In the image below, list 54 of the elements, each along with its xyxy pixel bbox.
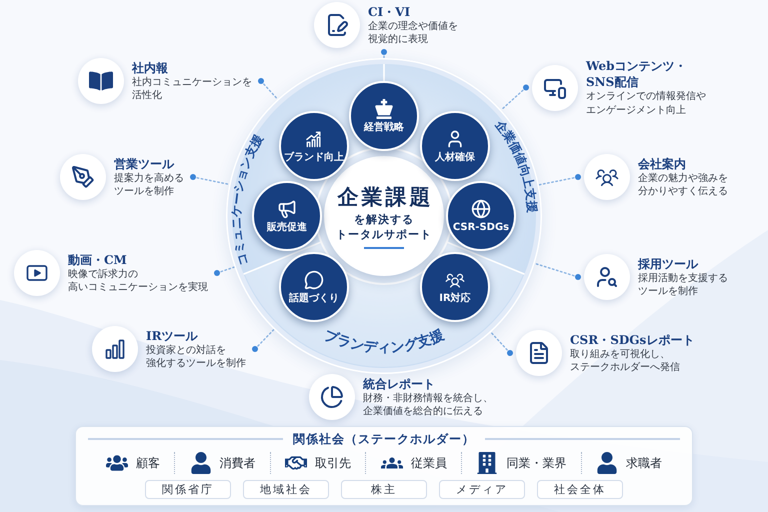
leader-line	[190, 174, 230, 186]
item-description: 提案力を高めるツールを制作	[114, 172, 185, 198]
item-title: CSR・SDGsレポート	[570, 332, 694, 348]
topic-label: 経営戦略	[364, 122, 404, 134]
stakeholder-tag: メディア	[439, 480, 525, 499]
leader-line	[214, 266, 236, 276]
item-description: 採用活動を支援するツールを制作	[638, 272, 729, 298]
center-title: 企業課題	[336, 184, 434, 210]
topic-label: CSR-SDGs	[452, 222, 510, 234]
item-title: 統合レポート	[363, 376, 436, 392]
item-description: 企業の理念や価値を視覚的に表現	[368, 20, 459, 46]
leader-line	[500, 84, 529, 111]
item-description: オンラインでの情報発信やエンゲージメント向上	[586, 90, 707, 117]
sector-label: ブランディング支援	[322, 326, 446, 356]
item-title: 動画・CM	[68, 252, 128, 268]
item-title: 営業ツール	[114, 156, 176, 172]
sector-label: コミュニケーション支援	[228, 132, 266, 268]
stakeholder-label: 同業・業界	[506, 455, 566, 471]
leader-line	[258, 78, 278, 100]
topic-label: ブランド向上	[284, 152, 344, 164]
item-title: 会社案内	[638, 156, 687, 172]
item-description: 社内コミュニケーションを活性化	[132, 76, 253, 102]
stakeholder-panel	[75, 426, 693, 506]
item-description: 映像で訴求力の高いコミュニケーションを実現	[68, 268, 209, 294]
leader-line	[490, 332, 513, 356]
leader-line	[381, 49, 387, 59]
panel-title: 関係社会（ステークホルダー）	[293, 431, 475, 447]
stakeholder-label: 顧客	[136, 455, 160, 471]
item-title: 採用ツール	[638, 256, 700, 272]
item-title: CI・VI	[368, 4, 412, 20]
topic-label: 人材確保	[435, 152, 475, 164]
stakeholder-label: 求職者	[626, 455, 662, 471]
item-description: 企業の魅力や強みを分かりやすく伝える	[638, 172, 729, 198]
leader-line	[534, 262, 581, 280]
sector-label: 企業価値向上支援	[492, 118, 540, 213]
stakeholder-tag: 関係省庁	[145, 480, 231, 499]
stakeholder-label: 従業員	[410, 455, 447, 471]
topic-label: 販売促進	[267, 222, 307, 234]
stakeholder-tag: 社会全体	[537, 480, 623, 499]
item-title: IRツール	[146, 328, 199, 344]
stakeholder-tag: 地域社会	[243, 480, 329, 499]
item-description: 取り組みを可視化し、ステークホルダーへ発信	[570, 348, 681, 374]
topic-label: 話題づくり	[289, 292, 339, 304]
leader-line	[252, 328, 275, 352]
stakeholder-label: 取引先	[315, 455, 352, 471]
center-subtitle: を解決するトータルサポート	[335, 212, 433, 242]
item-description: 財務・非財務情報を統合し、企業価値を総合的に伝える	[363, 392, 494, 418]
item-title: 社内報	[132, 60, 169, 76]
item-description: 投資家との対話を強化するツールを制作	[146, 344, 247, 370]
leader-line	[538, 174, 581, 186]
item-title: Webコンテンツ・SNS配信	[586, 58, 688, 90]
topic-label: IR対応	[439, 292, 471, 304]
stakeholder-label: 消費者	[220, 455, 256, 471]
stakeholder-tag: 株主	[341, 480, 427, 499]
